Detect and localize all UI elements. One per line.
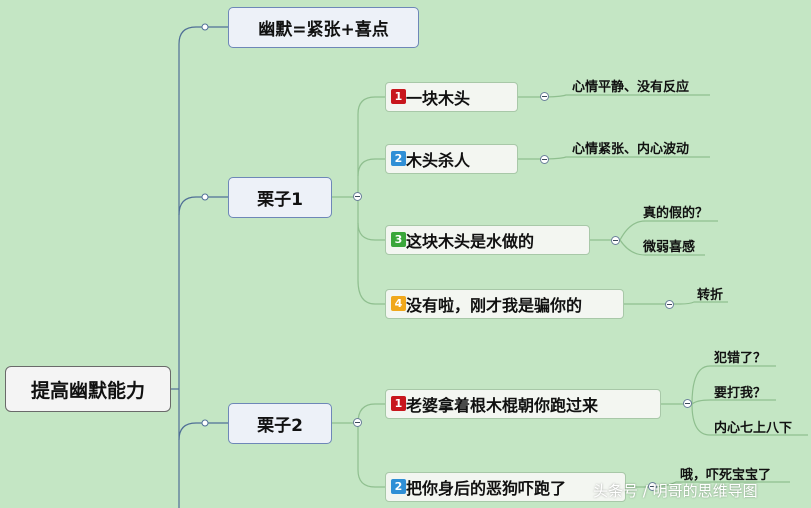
subtopic-a1[interactable]: 1 一块木头	[385, 82, 518, 112]
note-line	[691, 403, 808, 436]
main-topic-example-2[interactable]: 栗子2	[228, 403, 332, 444]
collapse-toggle-icon[interactable]	[540, 155, 549, 164]
note-line	[691, 399, 776, 405]
note-slight-humor: 微弱喜感	[643, 240, 696, 255]
collapse-toggle-icon[interactable]	[648, 482, 657, 491]
root-topic-label: 提高幽默能力	[30, 379, 145, 402]
collapse-toggle-icon[interactable]	[683, 399, 692, 408]
note-anxious: 内心七上八下	[714, 421, 793, 436]
subtopic-b1[interactable]: 1 老婆拿着根木棍朝你跑过来	[385, 389, 661, 419]
branch-line	[357, 403, 385, 424]
connector-dot	[201, 23, 209, 31]
subtopic-b2[interactable]: 2 把你身后的恶狗吓跑了	[385, 472, 626, 502]
branch-line	[357, 96, 385, 280]
branch-line	[357, 423, 385, 488]
subtopic-a4[interactable]: 4 没有啦，刚才我是骗你的	[385, 289, 624, 319]
subtopic-a3[interactable]: 3 这块木头是水做的	[385, 225, 590, 255]
priority-3-icon: 3	[391, 232, 406, 247]
note-tense: 心情紧张、内心波动	[572, 142, 690, 157]
note-hit-me: 要打我？	[714, 386, 767, 401]
note-line	[624, 301, 728, 305]
main-topic-label: 栗子2	[257, 416, 303, 436]
subtopic-label: 把你身后的恶狗吓跑了	[406, 479, 567, 498]
main-topic-label: 栗子1	[257, 190, 303, 210]
note-really: 真的假的？	[643, 206, 709, 221]
collapse-toggle-icon[interactable]	[353, 192, 362, 201]
branch-line	[357, 158, 385, 177]
collapse-toggle-icon[interactable]	[353, 418, 362, 427]
note-relief: 哦，吓死宝宝了	[680, 468, 772, 483]
root-topic[interactable]: 提高幽默能力	[5, 366, 171, 412]
connector-dot	[201, 193, 209, 201]
subtopic-label: 一块木头	[406, 89, 471, 108]
subtopic-a2[interactable]: 2 木头杀人	[385, 144, 518, 174]
trunk-line	[178, 422, 228, 441]
watermark: 头条号 / 明哥的思维导图	[593, 482, 758, 500]
note-did-wrong: 犯错了？	[714, 351, 767, 366]
collapse-toggle-icon[interactable]	[665, 300, 674, 309]
subtopic-label: 没有啦，刚才我是骗你的	[406, 296, 583, 315]
subtopic-label: 老婆拿着根木棍朝你跑过来	[406, 396, 599, 415]
priority-2-icon: 2	[391, 479, 406, 494]
branch-line	[357, 222, 385, 241]
note-calm: 心情平静、没有反应	[572, 80, 690, 95]
note-line	[619, 220, 718, 241]
subtopic-label: 这块木头是水做的	[406, 232, 535, 251]
priority-1-icon: 1	[391, 396, 406, 411]
trunk-line	[178, 26, 228, 508]
branch-line	[357, 279, 385, 305]
note-line	[691, 365, 776, 405]
trunk-line	[178, 196, 228, 216]
note-twist: 转折	[697, 288, 724, 303]
priority-2-icon: 2	[391, 151, 406, 166]
collapse-toggle-icon[interactable]	[611, 236, 620, 245]
priority-4-icon: 4	[391, 296, 406, 311]
collapse-toggle-icon[interactable]	[540, 92, 549, 101]
main-topic-humor-formula[interactable]: 幽默=紧张+喜点	[228, 7, 419, 48]
subtopic-label: 木头杀人	[406, 151, 471, 170]
priority-1-icon: 1	[391, 89, 406, 104]
note-line	[619, 239, 705, 256]
connector-dot	[201, 419, 209, 427]
main-topic-example-1[interactable]: 栗子1	[228, 177, 332, 218]
main-topic-label: 幽默=紧张+喜点	[258, 20, 389, 40]
